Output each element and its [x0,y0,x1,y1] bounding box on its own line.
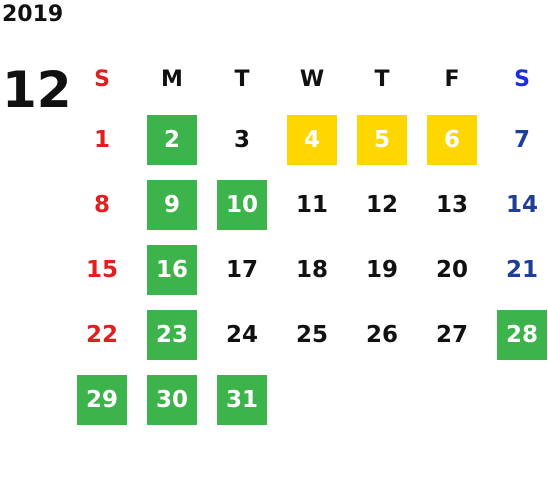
day-cell[interactable]: 3 [207,107,277,172]
day-number: 26 [365,321,398,348]
weekday-thursday: T [374,67,390,92]
day-cell[interactable]: 1 [67,107,137,172]
day-cell[interactable]: 26 [347,302,417,367]
weekday-wednesday: W [299,67,325,92]
day-cell[interactable]: 23 [137,302,207,367]
day-number: 2 [147,114,197,165]
day-number: 11 [295,191,328,218]
day-cell[interactable]: 25 [277,302,347,367]
day-number: 14 [505,191,538,218]
day-number: 9 [147,179,197,230]
day-cell[interactable]: 11 [277,172,347,237]
day-cell[interactable]: 19 [347,237,417,302]
weekday-saturday: S [514,67,530,92]
day-number: 23 [147,309,197,360]
day-number: 17 [225,256,258,283]
day-cell[interactable]: 12 [347,172,417,237]
day-cell[interactable]: 27 [417,302,487,367]
day-cell[interactable]: 8 [67,172,137,237]
day-number: 7 [513,126,530,153]
weekday-tuesday: T [234,67,250,92]
day-cell[interactable]: 30 [137,367,207,432]
day-cell[interactable]: 15 [67,237,137,302]
day-cell[interactable]: 9 [137,172,207,237]
day-cell[interactable]: 28 [487,302,548,367]
day-number: 1 [93,126,110,153]
day-number: 30 [147,374,197,425]
day-number: 31 [217,374,267,425]
day-cell[interactable]: 14 [487,172,548,237]
day-cell[interactable]: 13 [417,172,487,237]
day-number: 15 [85,256,118,283]
day-number: 19 [365,256,398,283]
day-number: 12 [365,191,398,218]
day-number: 29 [77,374,127,425]
day-cell[interactable]: 5 [347,107,417,172]
day-number: 5 [357,114,407,165]
day-number: 3 [233,126,250,153]
day-number: 8 [93,191,110,218]
day-number: 22 [85,321,118,348]
day-cell[interactable]: 4 [277,107,347,172]
day-cell[interactable]: 20 [417,237,487,302]
day-cell[interactable]: 16 [137,237,207,302]
day-number: 10 [217,179,267,230]
day-cell[interactable]: 17 [207,237,277,302]
day-number: 25 [295,321,328,348]
weekday-friday: F [444,67,460,92]
day-number: 21 [505,256,538,283]
day-cell[interactable]: 10 [207,172,277,237]
day-number: 13 [435,191,468,218]
day-cell[interactable]: 31 [207,367,277,432]
day-cell[interactable]: 22 [67,302,137,367]
day-cell[interactable]: 7 [487,107,548,172]
month-number: 12 [2,61,72,119]
day-cell[interactable]: 18 [277,237,347,302]
day-number: 4 [287,114,337,165]
day-number: 28 [497,309,547,360]
day-cell[interactable]: 6 [417,107,487,172]
day-number: 20 [435,256,468,283]
day-cell[interactable]: 29 [67,367,137,432]
day-number: 16 [147,244,197,295]
weekday-monday: M [161,67,183,92]
year-label: 2019 [2,2,64,27]
day-number: 24 [225,321,258,348]
day-number: 27 [435,321,468,348]
day-cell[interactable]: 2 [137,107,207,172]
day-cell[interactable]: 24 [207,302,277,367]
day-cell[interactable]: 21 [487,237,548,302]
day-number: 18 [295,256,328,283]
weekday-sunday: S [94,67,110,92]
day-number: 6 [427,114,477,165]
